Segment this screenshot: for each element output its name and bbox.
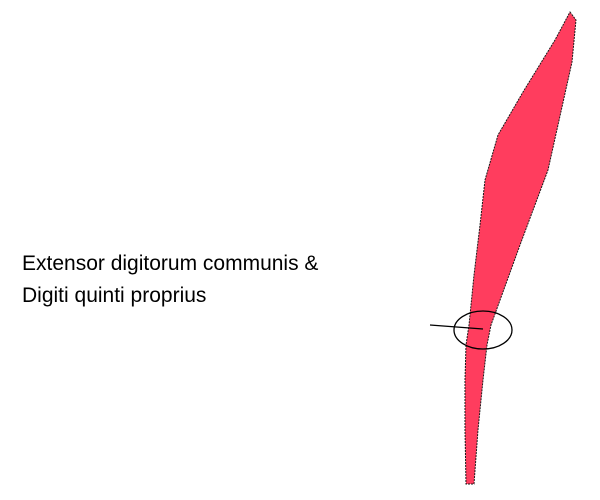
highlight-ellipse — [453, 310, 513, 350]
muscle-label-line-2: Digiti quinti proprius — [22, 284, 207, 307]
muscle-label-line-1: Extensor digitorum communis & — [22, 252, 319, 275]
muscle-label: Extensor digitorum communis & Digiti qui… — [22, 248, 318, 312]
muscle-shape — [464, 11, 577, 485]
pointer-line — [429, 324, 484, 330]
